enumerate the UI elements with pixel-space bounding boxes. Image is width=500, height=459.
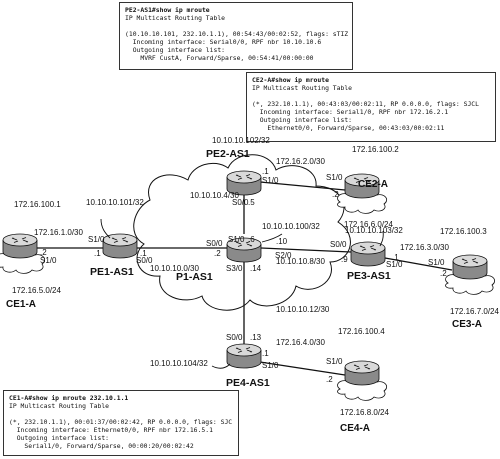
terminal-line: Incoming interface: Serial0/0, RPF nbr 1… [125,38,322,46]
interface-label: S0/0 [136,256,153,265]
interface-label: S0/0 [232,198,249,207]
terminal-line: Outgoing interface list: [252,116,353,124]
interface-label: S1/0 [262,176,279,185]
router-name-ce1: CE1-A [6,299,36,310]
interface-label: S3/0 [226,264,243,273]
terminal-command: CE2-A#show ip mroute [252,76,329,84]
subnet-label-lan-ce1: 172.16.5.0/24 [12,286,61,295]
interface-label: S0/0 [330,240,347,249]
host-octet: .10 [276,237,288,246]
interface-label: S1/0 [386,260,403,269]
loopback-label-pe4: 10.10.10.104/32 [150,359,208,368]
router-name-pe4: PE4-AS1 [226,377,270,389]
router-icon-pe4 [226,343,262,369]
interface-label: S0/0 [206,239,223,248]
loopback-arrow-pe4 [211,363,231,369]
subnet-label-lan-ce2: 172.16.6.0/24 [344,220,393,229]
host-octet: .1 [140,249,147,258]
host-octet: .5 [248,198,255,207]
loopback-label-pe2: 10.10.10.102/32 [212,136,270,145]
terminal-output-ce1: CE1-A#show ip mroute 232.10.1.1 IP Multi… [3,390,239,456]
link-pe3-ce3 [384,257,453,271]
host-octet: .2 [332,190,339,199]
host-octet: .1 [392,253,399,262]
host-octet: .9 [341,255,348,264]
terminal-line: MVRF CustA, Forward/Sparse, 00:54:41/00:… [125,54,314,62]
subnet-label-pe2-ce2: 172.16.2.0/30 [276,157,325,166]
provider-backbone-cloud [133,154,351,311]
subnet-label-pe1-p1: 10.10.10.0/30 [150,264,199,273]
loopback-arrow-pe3 [379,230,384,247]
terminal-line: (*, 232.10.1.1), 00:43:03/00:02:11, RP 0… [252,100,480,108]
loopback-label-ce4: 172.16.100.4 [338,327,385,336]
router-name-p1: P1-AS1 [176,271,213,283]
terminal-line: Serial1/0, Forward/Sparse, 00:00:20/00:0… [9,442,194,450]
terminal-line: IP Multicast Routing Table [9,402,110,410]
router-icon-ce1 [2,233,38,259]
link-p1-pe3 [260,247,352,253]
terminal-line: (*, 232.10.1.1), 00:01:37/00:02:42, RP 0… [9,418,233,426]
host-octet: .2 [326,375,333,384]
router-icon-ce3 [452,254,488,280]
terminal-line: Outgoing interface list: [9,434,110,442]
terminal-line: IP Multicast Routing Table [125,14,226,22]
terminal-command: CE1-A#show ip mroute 232.10.1.1 [9,394,129,402]
terminal-line: Ethernet0/0, Forward/Sparse, 00:43:03/00… [252,124,445,132]
router-name-ce2: CE2-A [358,179,388,190]
router-name-ce4: CE4-A [340,423,370,434]
subnet-label-pe4-ce4: 172.16.4.0/30 [276,338,325,347]
subnet-label-pe2-p1: 10.10.10.4/30 [190,191,239,200]
router-name-ce3: CE3-A [452,319,482,330]
host-octet: .2 [214,249,221,258]
interface-label: S0/0 [226,333,243,342]
loopback-label-pe3: 10.10.10.103/32 [345,226,403,235]
host-octet: .1 [262,167,269,176]
interface-label: S1/0 [88,235,105,244]
host-octet: .13 [250,333,262,342]
host-octet: .6 [248,235,255,244]
terminal-line: Incoming interface: Ethernet0/0, RPF nbr… [9,426,213,434]
terminal-command: PE2-AS1#show ip mroute [125,6,210,14]
link-pe4-ce4 [259,361,346,376]
terminal-output-pe2: PE2-AS1#show ip mroute IP Multicast Rout… [119,2,353,70]
subnet-label-lan-ce4: 172.16.8.0/24 [340,408,389,417]
terminal-line: (10.10.10.101, 232.10.1.1), 00:54:43/00:… [125,30,349,38]
loopback-label-ce2: 172.16.100.2 [352,145,399,154]
subnet-label-lan-ce3: 172.16.7.0/24 [450,307,499,316]
subnet-label-p1-pe4: 10.10.10.12/30 [276,305,330,314]
host-octet: .14 [250,264,262,273]
loopback-arrow-pe1 [100,218,111,239]
terminal-output-ce2: CE2-A#show ip mroute IP Multicast Routin… [246,72,496,142]
interface-label: S1/0 [228,235,245,244]
router-icon-pe1 [102,233,138,259]
interface-label: S1/0 [428,258,445,267]
interface-label: S1/0 [262,361,279,370]
subnet-label-p1-pe3: 10.10.10.8/30 [276,257,325,266]
interface-label: S1/0 [326,173,343,182]
loopback-label-p1: 10.10.10.100/32 [262,222,320,231]
interface-label: S1/0 [40,256,57,265]
loopback-label-ce3: 172.16.100.3 [440,227,487,236]
interface-label: S1/0 [326,357,343,366]
loopback-label-pe1: 10.10.10.101/32 [86,198,144,207]
router-name-pe3: PE3-AS1 [347,270,391,282]
host-octet: .2 [440,269,447,278]
terminal-line: Outgoing interface list: [125,46,226,54]
host-octet: .1 [262,349,269,358]
link-pe2-ce2 [259,181,346,191]
router-name-pe2: PE2-AS1 [206,148,250,160]
router-name-pe1: PE1-AS1 [90,266,134,278]
terminal-line: Incoming interface: Serial1/0, RPF nbr 1… [252,108,449,116]
loopback-arrow-p1 [261,233,283,243]
host-octet: .1 [94,249,101,258]
interface-label: S2/0 [275,251,292,260]
loopback-label-ce1: 172.16.100.1 [14,200,61,209]
subnet-label-pe3-ce3: 172.16.3.0/30 [400,243,449,252]
router-icon-ce4 [344,360,380,386]
host-octet: .2 [40,248,47,257]
subnet-label-pe1-ce1: 172.16.1.0/30 [34,228,83,237]
terminal-line: IP Multicast Routing Table [252,84,353,92]
